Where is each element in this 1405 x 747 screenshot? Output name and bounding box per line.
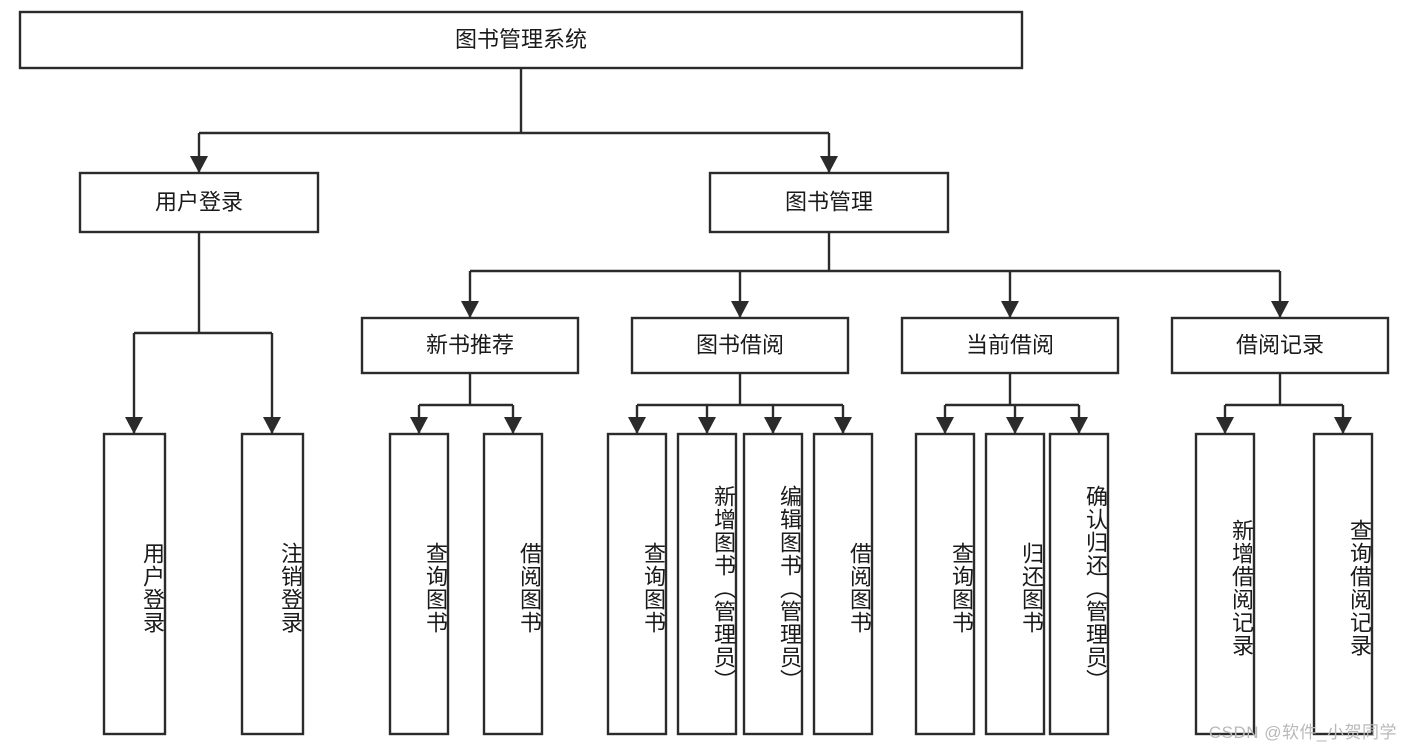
level3-node-current-borrow-label: 当前借阅: [966, 332, 1054, 357]
watermark-text: CSDN @软件_小贺同学: [1208, 723, 1397, 742]
edge-level3-group-2-arrow-0: [936, 417, 954, 434]
edge-level3-group-1-arrow-0: [628, 417, 646, 434]
level2-node-book-manage-box[interactable]: [708, 171, 950, 234]
leaf-node-leaf-borrow-add-box[interactable]: [676, 432, 738, 736]
edge-level3-group-2-arrow-1: [1006, 417, 1024, 434]
leaf-node-leaf-record-add-box[interactable]: [1194, 432, 1256, 736]
leaf-node-leaf-current-confirm-box[interactable]: [1048, 432, 1110, 736]
edge-level3-group-2-arrow-2: [1070, 417, 1088, 434]
edge-level3-group-0-arrow-1: [504, 417, 522, 434]
leaf-node-leaf-user-login-box[interactable]: [102, 432, 167, 736]
edge-level3-group-0-arrow-0: [410, 417, 428, 434]
edge-bookmanage-to-level3-arrow-0: [461, 301, 479, 318]
level3-node-current-borrow-box[interactable]: [900, 316, 1120, 375]
edge-root-to-level2-arrow-0: [190, 156, 208, 173]
level2-node-user-login-box[interactable]: [78, 171, 320, 234]
edges-layer: [125, 68, 1352, 434]
level3-node-new-book-rec-box[interactable]: [360, 316, 580, 375]
leaf-node-leaf-user-logout-box[interactable]: [240, 432, 305, 736]
edge-bookmanage-to-level3-arrow-2: [1001, 301, 1019, 318]
level3-node-book-borrow-label: 图书借阅: [696, 332, 784, 357]
edge-userlogin-to-leaves-arrow-1: [263, 417, 281, 434]
level3-node-borrow-record-box[interactable]: [1170, 316, 1390, 375]
root-node-box[interactable]: [18, 10, 1024, 70]
boxes-layer: [18, 10, 1390, 736]
root-node-label: 图书管理系统: [455, 27, 587, 52]
edge-level3-group-1-arrow-3: [834, 417, 852, 434]
leaf-node-leaf-borrow-edit-box[interactable]: [742, 432, 804, 736]
leaf-node-leaf-record-query-box[interactable]: [1312, 432, 1374, 736]
edge-level3-group-1-arrow-1: [698, 417, 716, 434]
level3-node-book-borrow-box[interactable]: [630, 316, 850, 375]
edge-bookmanage-to-level3-arrow-3: [1271, 301, 1289, 318]
leaf-node-leaf-current-return-box[interactable]: [984, 432, 1046, 736]
leaf-node-leaf-rec-query-box[interactable]: [388, 432, 450, 736]
leaf-node-leaf-borrow-query-box[interactable]: [606, 432, 668, 736]
edge-root-to-level2-arrow-1: [820, 156, 838, 173]
edge-level3-group-1-arrow-2: [764, 417, 782, 434]
edge-level3-group-3-arrow-1: [1334, 417, 1352, 434]
level3-node-new-book-rec-label: 新书推荐: [426, 332, 514, 357]
level2-node-book-manage-label: 图书管理: [785, 189, 873, 214]
leaf-node-leaf-current-query-box[interactable]: [914, 432, 976, 736]
leaf-node-leaf-borrow-do-box[interactable]: [812, 432, 874, 736]
leaf-node-leaf-rec-borrow-box[interactable]: [482, 432, 544, 736]
edge-level3-group-3-arrow-0: [1216, 417, 1234, 434]
edge-userlogin-to-leaves-arrow-0: [125, 417, 143, 434]
level3-node-borrow-record-label: 借阅记录: [1236, 332, 1324, 357]
level2-node-user-login-label: 用户登录: [155, 189, 243, 214]
edge-bookmanage-to-level3-arrow-1: [731, 301, 749, 318]
